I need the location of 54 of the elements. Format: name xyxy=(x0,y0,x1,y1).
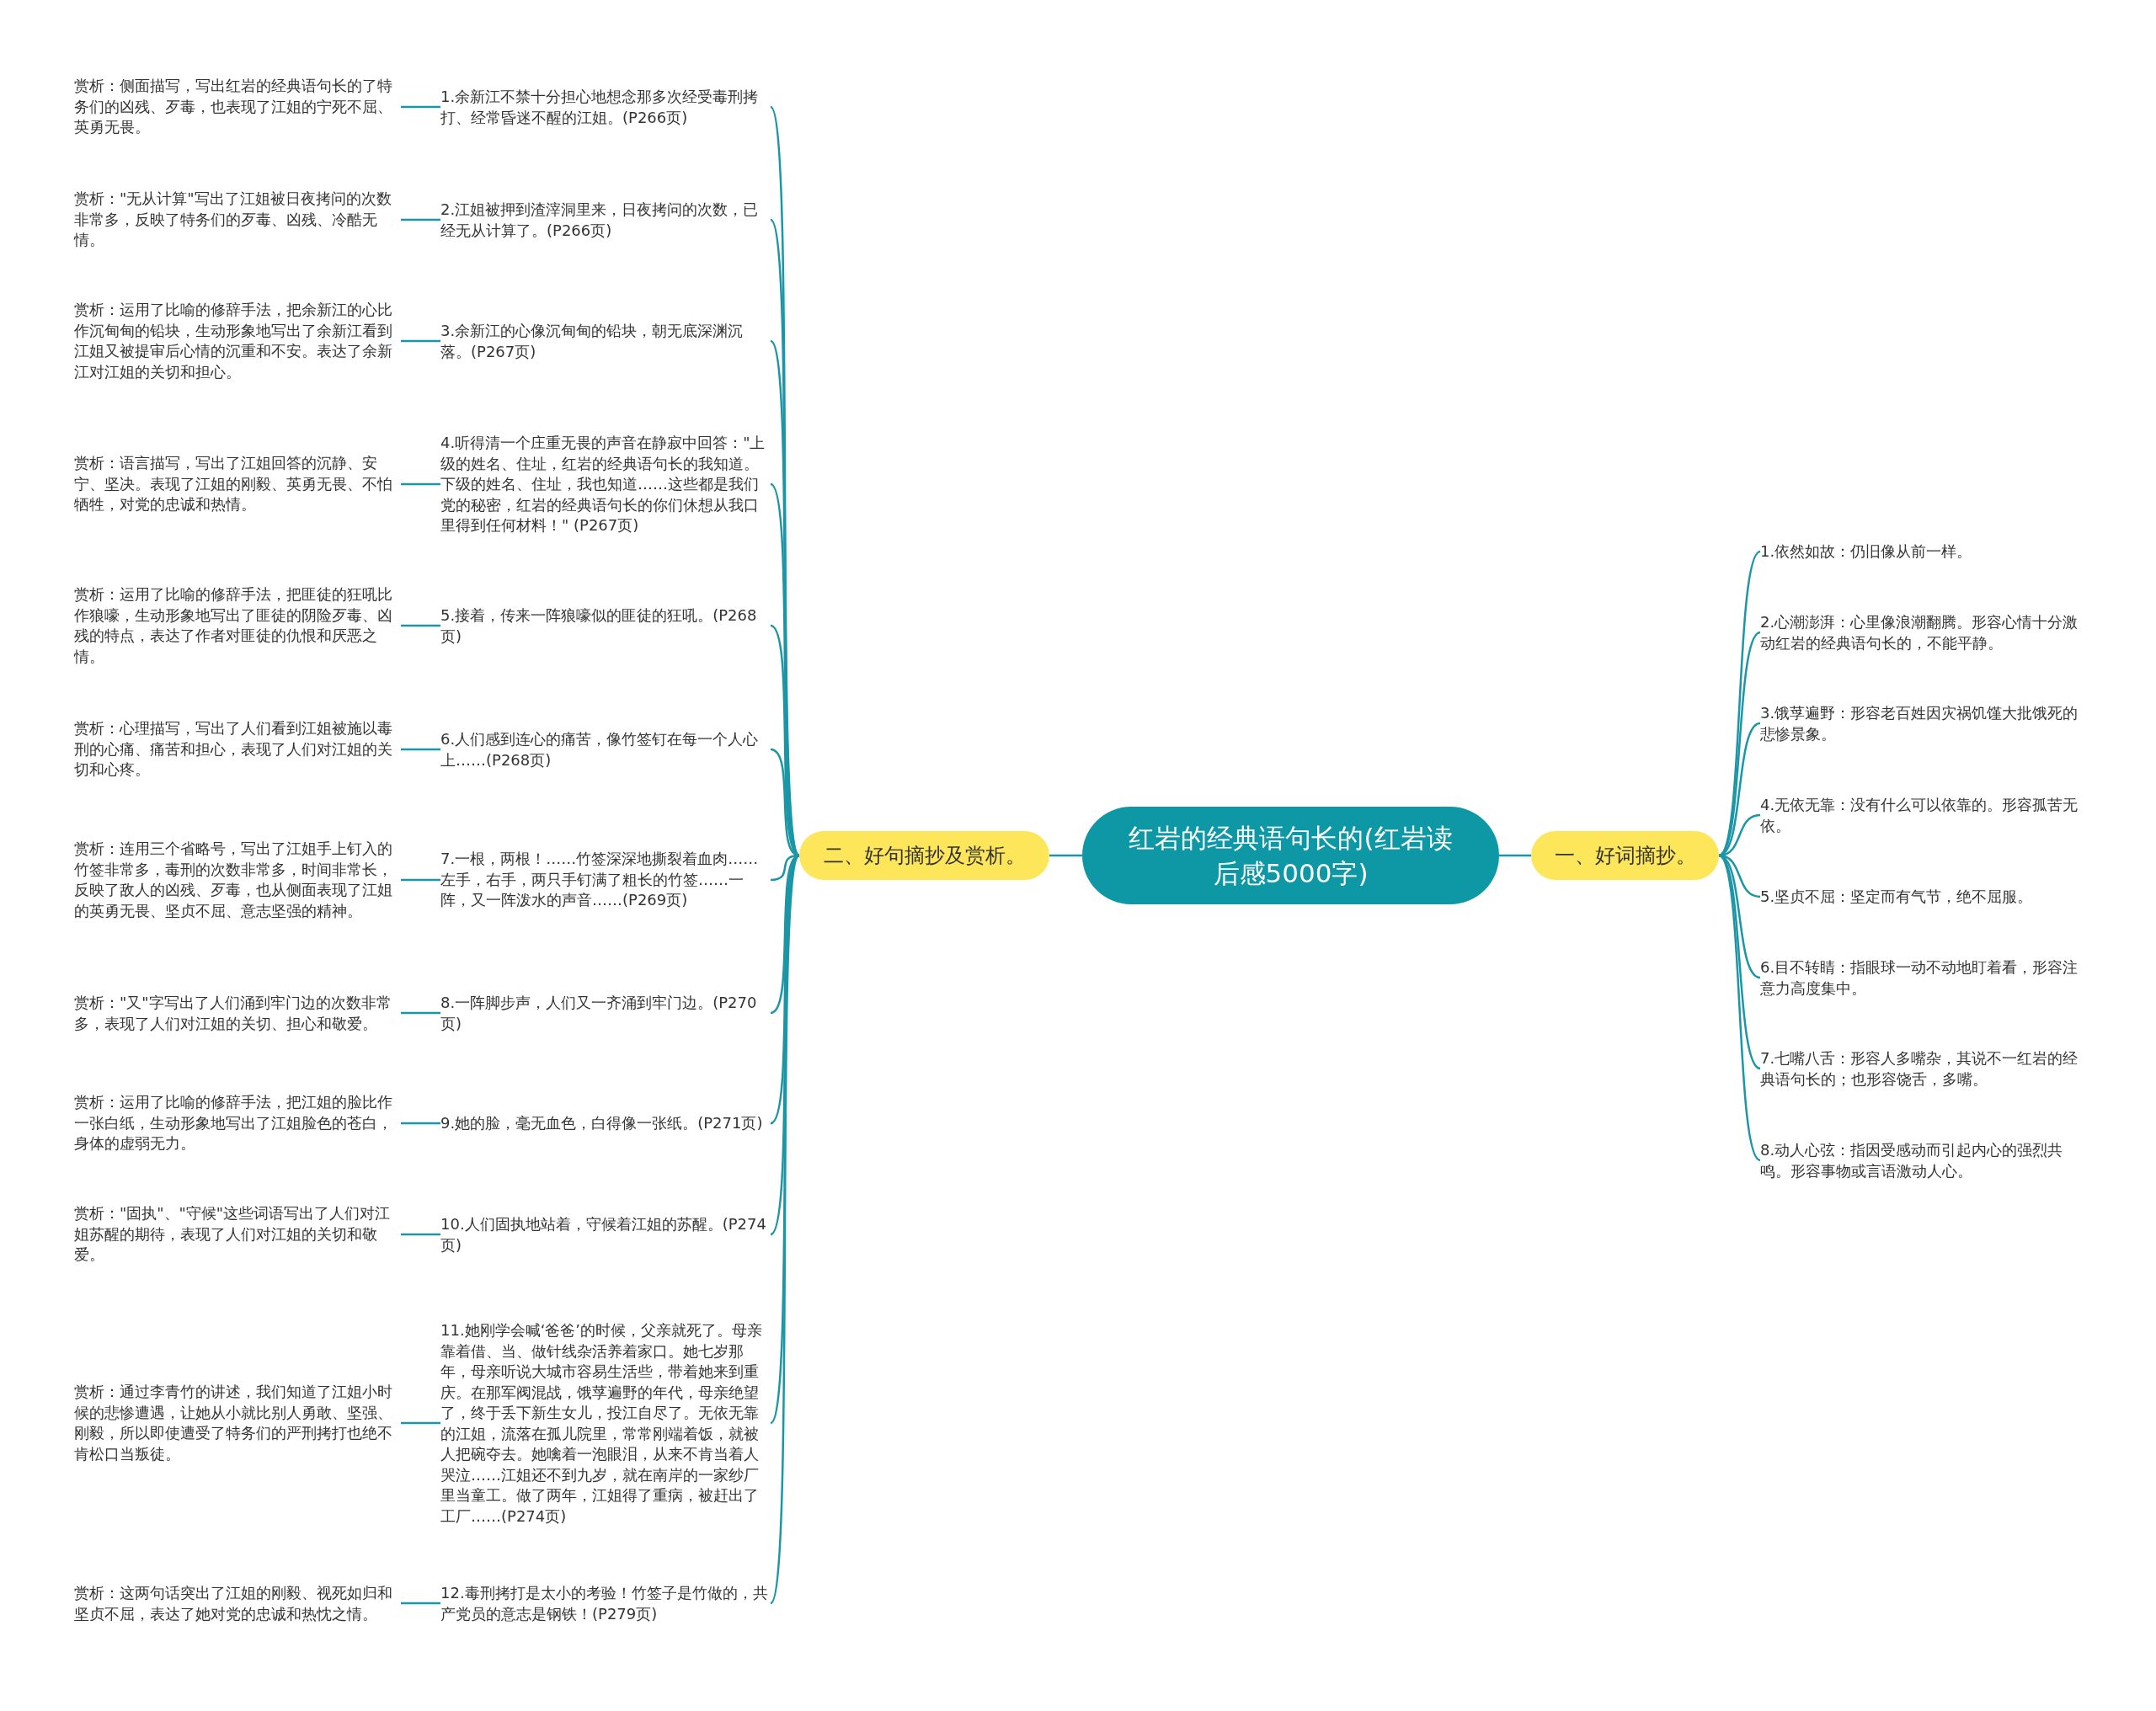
connector-line xyxy=(1049,854,1082,857)
topic-text: 8.动人心弦：指因受感动而引起内心的强烈共鸣。形容事物或言语激动人心。 xyxy=(1760,1139,2089,1181)
topic-text: 4.无依无靠：没有什么可以依靠的。形容孤苦无依。 xyxy=(1760,794,2089,836)
topic-text: 赏析：语言描写，写出了江姐回答的沉静、安宁、坚决。表现了江姐的刚毅、英勇无畏、不怕牺牲，对党的忠诚和热情。 xyxy=(74,453,401,515)
topic-text: 赏析：通过李青竹的讲述，我们知道了江姐小时候的悲惨遭遇，让她从小就比别人勇敢、坚强、刚毅，所以即使遭受了特务们的严刑拷打也绝不肯松口当叛徒。 xyxy=(74,1382,401,1464)
connector-line xyxy=(401,748,440,751)
topic-text: 赏析：连用三个省略号，写出了江姐手上钉入的竹签非常多，毒刑的次数非常多，时间非常长，反映了敌人的凶残、歹毒，也从侧面表现了江姐的英勇无畏、坚贞不屈、意志坚强的精神。 xyxy=(74,839,401,921)
topic-text: 11.她刚学会喊‘爸爸’的时候，父亲就死了。母亲靠着借、当、做针线杂活养着家口。她七岁那年，母亲听说大城市容易生活些，带着她来到重庆。在那军阀混战，饿莩遍野的年代，母亲绝望了，终于丢下新生女儿，投江自尽了。无依无靠的江姐，流落在孤儿院里，常常刚端着饭，就被人把碗夺去。她噙着一泡眼泪，从来不肯当着人哭泣……江姐还不到九岁，就在南岸的一家纱厂里当童工。做了两年，江姐得了重病，被赶出了工厂……(P274页) xyxy=(440,1319,771,1527)
connector-line xyxy=(1718,855,1761,1069)
topic-text: 1.余新江不禁十分担心地想念那多次经受毒刑拷打、经常昏迷不醒的江姐。(P266页) xyxy=(440,86,771,128)
connector-line xyxy=(401,218,440,221)
topic-text: 12.毒刑拷打是太小的考验！竹签子是竹做的，共产党员的意志是钢铁！(P279页) xyxy=(440,1582,771,1624)
central-topic: 红岩的经典语句长的(红岩读后感5000字) xyxy=(1082,807,1499,904)
topic-text: 2.江姐被押到渣滓洞里来，日夜拷问的次数，已经无从计算了。(P266页) xyxy=(440,199,771,241)
connector-line xyxy=(401,1122,440,1125)
topic-text: 8.一阵脚步声，人们又一齐涌到牢门边。(P270页) xyxy=(440,992,771,1034)
topic-text: 赏析：运用了比喻的修辞手法，把余新江的心比作沉甸甸的铅块，生动形象地写出了余新江看到江姐又被提审后心情的沉重和不安。表达了余新江对江姐的关切和担心。 xyxy=(74,300,401,382)
connector-line xyxy=(401,878,440,882)
connector-line xyxy=(401,1602,440,1605)
branch-topic: 一、好词摘抄。 xyxy=(1531,831,1719,880)
topic-text: 赏析："又"字写出了人们涌到牢门边的次数非常多，表现了人们对江姐的关切、担心和敬爱。 xyxy=(74,992,401,1034)
topic-text: 赏析："无从计算"写出了江姐被日夜拷问的次数非常多，反映了特务们的歹毒、凶残、冷酷无情。 xyxy=(74,189,401,251)
connector-line xyxy=(401,1421,440,1425)
topic-text: 6.人们感到连心的痛苦，像竹签钉在每一个人心上……(P268页) xyxy=(440,728,771,770)
topic-text: 3.余新江的心像沉甸甸的铅块，朝无底深渊沉落。(P267页) xyxy=(440,320,771,362)
connector-line xyxy=(769,106,801,856)
topic-text: 赏析：这两句话突出了江姐的刚毅、视死如归和坚贞不屈，表达了她对党的忠诚和热忱之情。 xyxy=(74,1582,401,1624)
connector-line xyxy=(1499,854,1531,857)
topic-text: 赏析：心理描写，写出了人们看到江姐被施以毒刑的心痛、痛苦和担心，表现了人们对江姐的关切和心疼。 xyxy=(74,718,401,781)
topic-text: 4.听得清一个庄重无畏的声音在静寂中回答："上级的姓名、住址，红岩的经典语句长的我知道。下级的姓名、住址，我也知道……这些都是我们党的秘密，红岩的经典语句长的你们休想从我口里得到任何材料！" (P267页) xyxy=(440,432,771,536)
topic-text: 10.人们固执地站着，守候着江姐的苏醒。(P274页) xyxy=(440,1213,771,1255)
connector-line xyxy=(401,1011,440,1015)
topic-text: 7.一根，两根！……竹签深深地撕裂着血肉……左手，右手，两只手钉满了粗长的竹签……一阵，又一阵泼水的声音……(P269页) xyxy=(440,849,771,911)
connector-line xyxy=(401,482,440,486)
topic-text: 7.七嘴八舌：形容人多嘴杂，其说不一红岩的经典语句长的；也形容饶舌，多嘴。 xyxy=(1760,1047,2089,1090)
topic-text: 赏析：运用了比喻的修辞手法，把匪徒的狂吼比作狼嚎，生动形象地写出了匪徒的阴险歹毒、凶残的特点，表达了作者对匪徒的仇恨和厌恶之情。 xyxy=(74,584,401,667)
branch-topic: 二、好句摘抄及赏析。 xyxy=(799,831,1049,880)
topic-text: 6.目不转睛：指眼球一动不动地盯着看，形容注意力高度集中。 xyxy=(1760,957,2089,999)
topic-text: 9.她的脸，毫无血色，白得像一张纸。(P271页) xyxy=(440,1112,771,1134)
topic-text: 赏析："固执"、"守候"这些词语写出了人们对江姐苏醒的期待，表现了人们对江姐的关切和敬爱。 xyxy=(74,1203,401,1266)
connector-line xyxy=(401,1233,440,1236)
topic-text: 1.依然如故：仍旧像从前一样。 xyxy=(1760,541,2089,562)
topic-text: 5.接着，传来一阵狼嚎似的匪徒的狂吼。(P268页) xyxy=(440,605,771,647)
topic-text: 3.饿莩遍野：形容老百姓因灾祸饥馑大批饿死的悲惨景象。 xyxy=(1760,702,2089,744)
connector-line xyxy=(401,624,440,627)
connector-line xyxy=(1718,551,1761,856)
topic-text: 5.坚贞不屈：坚定而有气节，绝不屈服。 xyxy=(1760,886,2089,908)
connector-line xyxy=(769,855,801,1604)
connector-line xyxy=(1718,855,1761,1161)
connector-line xyxy=(401,105,440,109)
topic-text: 赏析：侧面描写，写出红岩的经典语句长的了特务们的凶残、歹毒，也表现了江姐的宁死不屈、英勇无畏。 xyxy=(74,76,401,138)
connector-line xyxy=(401,339,440,343)
topic-text: 赏析：运用了比喻的修辞手法，把江姐的脸比作一张白纸，生动形象地写出了江姐脸色的苍白，身体的虚弱无力。 xyxy=(74,1092,401,1154)
topic-text: 2.心潮澎湃：心里像浪潮翻腾。形容心情十分激动红岩的经典语句长的，不能平静。 xyxy=(1760,611,2089,653)
